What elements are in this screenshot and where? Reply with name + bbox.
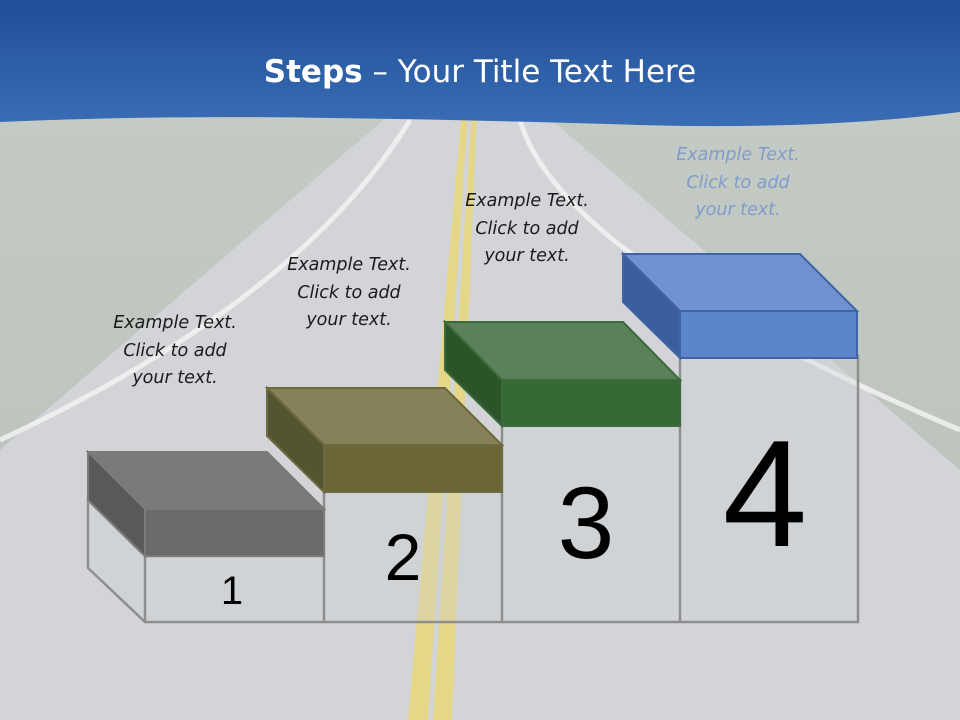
step-3-number: 3: [557, 466, 615, 580]
caption-line: your text.: [695, 200, 781, 220]
caption-line: Example Text.: [676, 145, 800, 165]
step-4-number: 4: [722, 409, 808, 579]
slide-title[interactable]: Steps – Your Title Text Here: [0, 54, 960, 90]
caption-line: Example Text.: [113, 313, 237, 333]
step-1-number: 1: [220, 569, 244, 613]
step-2-number: 2: [384, 520, 422, 594]
step-2-block: [264, 385, 505, 495]
caption-line: Example Text.: [465, 191, 589, 211]
caption-line: your text.: [484, 246, 570, 266]
step-1-caption[interactable]: Example Text. Click to add your text.: [65, 310, 285, 393]
step-4-caption[interactable]: Example Text. Click to add your text.: [628, 142, 848, 225]
step-2-caption[interactable]: Example Text. Click to add your text.: [239, 252, 459, 335]
caption-line: Click to add: [686, 172, 790, 193]
step-1-block: [85, 449, 327, 559]
step-3-block: [442, 319, 683, 429]
caption-line: your text.: [132, 368, 218, 388]
caption-line: Example Text.: [287, 255, 411, 275]
title-bold: Steps: [263, 54, 363, 90]
caption-line: Click to add: [123, 340, 227, 361]
title-rest: – Your Title Text Here: [362, 54, 697, 90]
step-3-caption[interactable]: Example Text. Click to add your text.: [417, 188, 637, 271]
caption-line: Click to add: [297, 282, 401, 303]
step-4-block: [620, 251, 860, 361]
caption-line: your text.: [306, 310, 392, 330]
caption-line: Click to add: [475, 218, 579, 239]
